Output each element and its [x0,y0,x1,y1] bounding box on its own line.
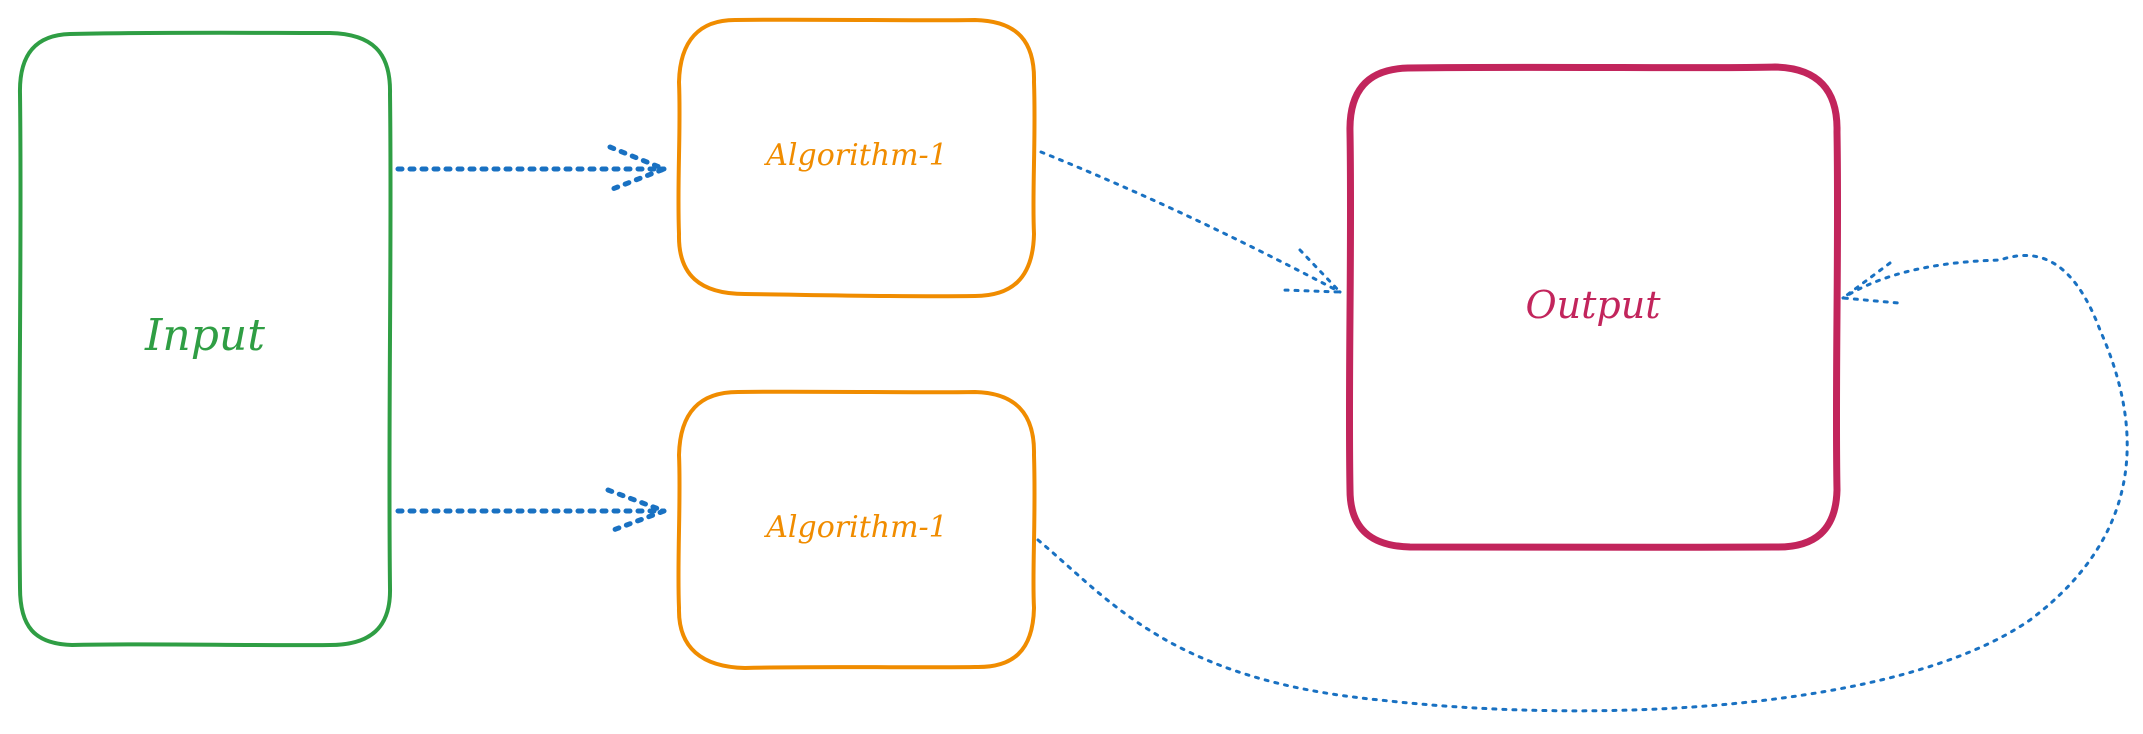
edge-input-to-algorithm-top[interactable] [395,144,671,193]
node-algorithm-bottom-label: Algorithm-1 [763,510,948,545]
node-input-box [17,30,393,648]
edge-algorithm-bottom-to-output-line [1036,254,2129,713]
node-input[interactable]: Input [17,30,393,648]
node-output-box [1345,63,1842,551]
node-algorithm-top-label: Algorithm-1 [763,138,948,173]
node-output[interactable]: Output [1345,63,1842,551]
node-output-label: Output [1526,283,1662,327]
arrowhead-icon [1838,261,1900,305]
node-algorithm-bottom-box [676,389,1037,670]
edge-algorithm-bottom-to-output[interactable] [1036,254,2129,713]
arrowhead-icon [605,487,672,535]
edge-algorithm-top-to-output-line [1039,150,1342,294]
node-algorithm-top-box [676,17,1037,299]
node-input-label: Input [144,310,265,361]
edge-input-to-algorithm-bottom[interactable] [395,487,672,535]
arrowhead-icon [607,144,671,193]
edge-algorithm-top-to-output[interactable] [1039,150,1344,294]
node-algorithm-bottom[interactable]: Algorithm-1 [676,389,1037,670]
node-algorithm-top[interactable]: Algorithm-1 [676,17,1037,299]
arrowhead-icon [1281,248,1344,294]
